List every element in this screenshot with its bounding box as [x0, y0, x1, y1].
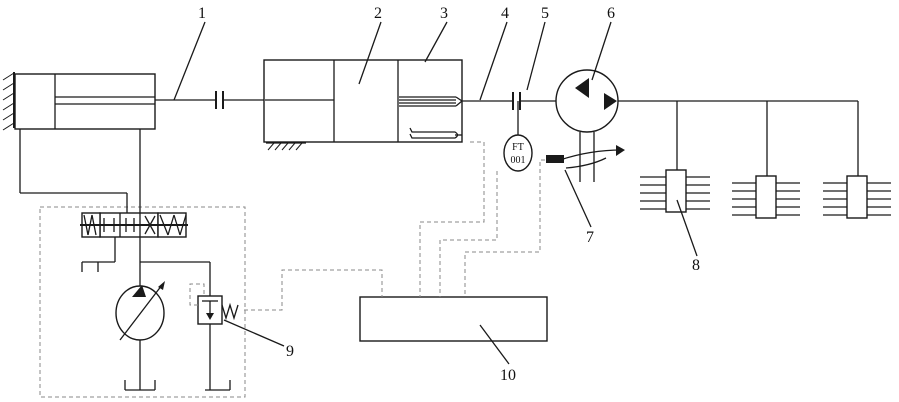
proportional-relief-valve: [190, 284, 238, 390]
flow-transmitter-tag-top: FT: [512, 142, 524, 153]
label-9: 9: [286, 343, 294, 360]
rotation-indicator: [546, 145, 625, 168]
load-valve-3: [823, 176, 891, 218]
label-8: 8: [692, 257, 700, 274]
tank-return-left: [82, 237, 115, 272]
directional-valve: [80, 213, 188, 237]
controller-box: [360, 297, 547, 341]
label-1: 1: [198, 5, 206, 22]
load-valve-2: [732, 176, 800, 218]
signal-lines: [244, 142, 545, 310]
label-7: 7: [586, 229, 594, 246]
pressure-output-line: [618, 101, 858, 176]
label-4: 4: [501, 5, 509, 22]
flow-transmitter: FT 001: [504, 101, 532, 171]
label-3: 3: [440, 5, 448, 22]
load-valve-1: [640, 170, 710, 212]
fixed-wall: [3, 72, 14, 130]
variable-pump: [116, 237, 165, 390]
label-5: 5: [541, 5, 549, 22]
label-6: 6: [607, 5, 615, 22]
drive-shaft-right: [462, 92, 557, 110]
label-2: 2: [374, 5, 382, 22]
hydraulic-control-unit: [20, 129, 245, 397]
drive-shaft-left: [155, 91, 265, 109]
label-10: 10: [500, 367, 516, 384]
hydraulic-cylinder: [15, 74, 155, 129]
flow-transmitter-tag-bottom: 001: [511, 155, 526, 166]
